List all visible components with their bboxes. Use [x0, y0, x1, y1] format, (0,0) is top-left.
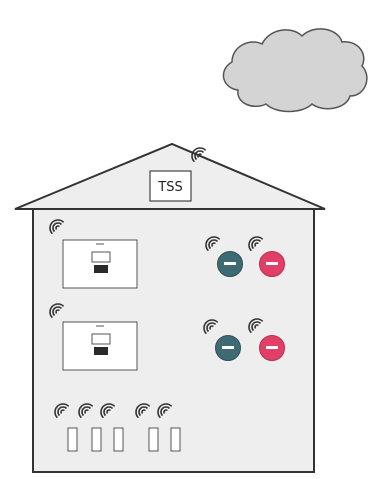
cloud-icon	[223, 29, 366, 112]
gateway-box-icon: TSS	[150, 171, 191, 201]
gateway-label: TSS	[157, 180, 182, 195]
